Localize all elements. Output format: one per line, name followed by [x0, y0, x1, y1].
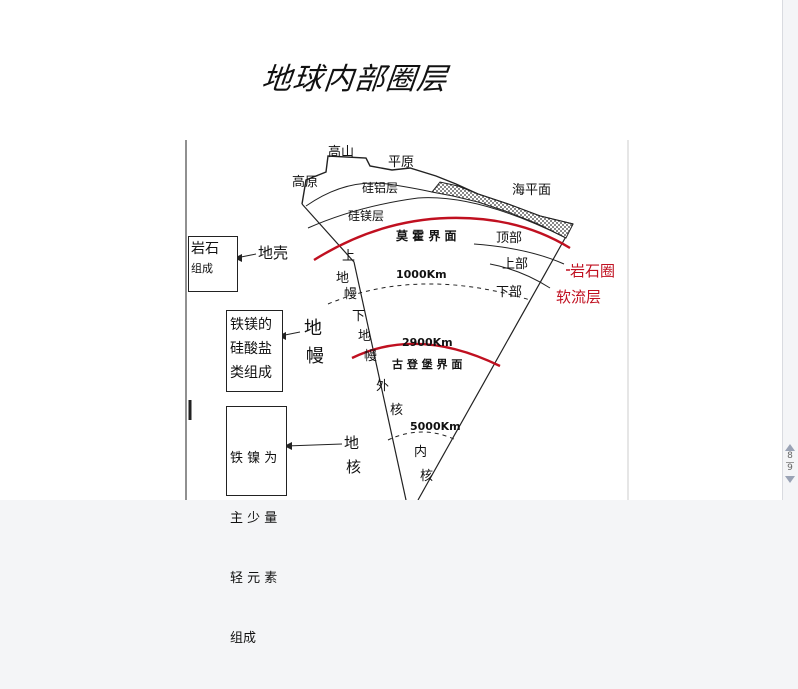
label-upper-part: 上部 — [502, 257, 528, 272]
label-gutenberg: 古 登 堡 界 面 — [392, 357, 462, 371]
next-page-icon[interactable] — [785, 476, 795, 483]
slide-canvas: 地球内部圈层 — [0, 0, 783, 646]
label-asthenosphere: 软流层 — [556, 288, 601, 306]
page-title: 地球内部圈层 — [259, 62, 450, 97]
diagram-svg: 高山 平原 高原 海平面 硅铝层 硅镁层 莫 霍 界 面 顶部 上部 下部 10… — [185, 140, 629, 500]
label-outer-core-1: 外 — [376, 379, 389, 394]
prev-page-icon[interactable] — [785, 444, 795, 451]
label-plateau: 高原 — [292, 174, 318, 190]
mantle-box-line2: 硅酸盐 — [230, 341, 272, 357]
label-sea-level: 海平面 — [512, 183, 551, 198]
page-separator — [786, 462, 794, 463]
label-mountain: 高山 — [328, 144, 354, 160]
label-moho: 莫 霍 界 面 — [396, 228, 457, 243]
label-sima: 硅镁层 — [348, 209, 384, 223]
crust-box-line2: 组成 — [191, 262, 213, 275]
core-composition-box: 铁 镍 为 主 少 量 轻 元 素 组成 — [226, 406, 287, 646]
label-upper-mantle-3: 幔 — [344, 287, 357, 302]
label-lower-part: 下部 — [496, 285, 522, 300]
core-box-line2: 主 少 量 — [230, 511, 278, 526]
core-box-line4: 组成 — [230, 631, 257, 646]
moho-boundary — [313, 216, 571, 262]
page-navigator: 8 9 — [782, 440, 798, 500]
label-mantle-1: 地 — [304, 318, 322, 339]
label-inner-core-2: 核 — [420, 469, 433, 484]
label-inner-core-1: 内 — [414, 444, 427, 460]
earth-structure-diagram: 高山 平原 高原 海平面 硅铝层 硅镁层 莫 霍 界 面 顶部 上部 下部 10… — [178, 136, 638, 646]
label-crust: 地壳 — [258, 244, 288, 262]
upper-lower-divider — [489, 263, 551, 289]
label-core-1: 地 — [344, 434, 359, 452]
mantle-box-line3: 类组成 — [230, 365, 272, 381]
total-pages-number: 9 — [787, 463, 793, 473]
label-lower-mantle-3: 幔 — [364, 349, 377, 364]
lithosphere-base-line — [473, 243, 565, 265]
label-top-part: 顶部 — [496, 231, 522, 246]
sial-boundary — [305, 182, 433, 207]
label-sial: 硅铝层 — [362, 180, 398, 195]
label-depth-5000: 5000Km — [410, 420, 461, 433]
label-upper-mantle-2: 地 — [336, 271, 349, 286]
depth-5000-line — [387, 431, 457, 441]
label-upper-mantle-1: 上 — [342, 249, 355, 264]
crust-composition-box: 岩石 组成 — [188, 236, 238, 292]
label-outer-core-2: 核 — [390, 403, 403, 418]
label-core-2: 核 — [346, 458, 361, 476]
ocean-sediment — [431, 181, 574, 239]
core-arrow-head — [284, 442, 292, 450]
mantle-composition-box: 铁镁的 硅酸盐 类组成 — [226, 310, 283, 392]
gutenberg-boundary — [351, 342, 501, 368]
label-depth-2900: 2900Km — [402, 336, 453, 349]
wedge-right-edge — [417, 223, 574, 500]
crust-arrow-head — [234, 254, 242, 262]
label-plain: 平原 — [388, 155, 414, 170]
current-page-number: 8 — [787, 451, 793, 461]
depth-1000-line — [327, 283, 531, 305]
label-lower-mantle-1: 下 — [352, 309, 365, 324]
label-lower-mantle-2: 地 — [358, 329, 371, 344]
mantle-box-line1: 铁镁的 — [230, 317, 272, 333]
core-box-line1: 铁 镍 为 — [230, 451, 278, 466]
core-arrow-line — [285, 443, 343, 447]
label-depth-1000: 1000Km — [396, 268, 447, 281]
crust-box-line1: 岩石 — [191, 241, 219, 257]
label-lithosphere: 岩石圈 — [570, 262, 615, 280]
sima-boundary — [307, 197, 567, 239]
label-mantle-2: 幔 — [306, 346, 324, 367]
core-box-line3: 轻 元 素 — [230, 571, 278, 586]
